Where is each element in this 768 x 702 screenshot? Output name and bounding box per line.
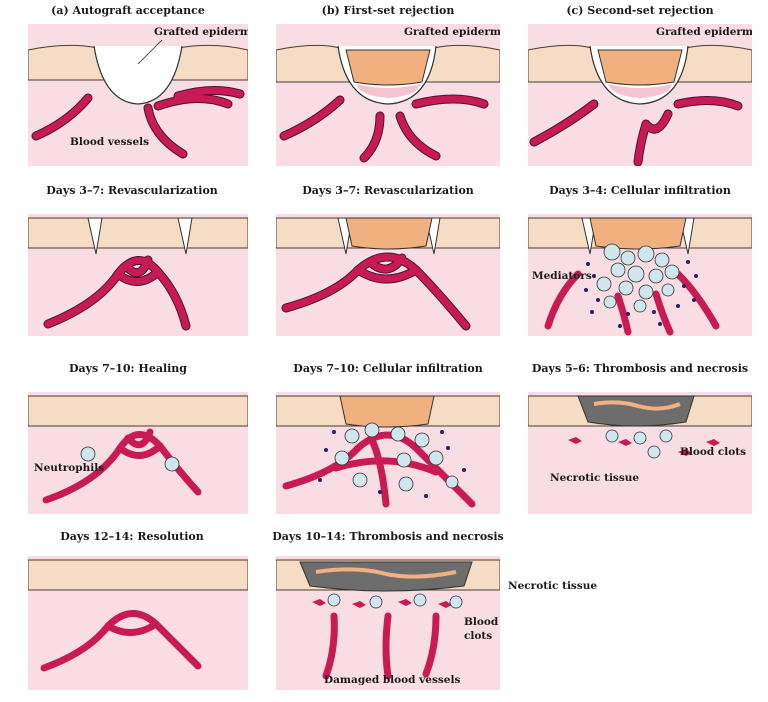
label-damaged-blood-vessels: Damaged blood vessels (324, 674, 461, 686)
panel-second-set-necrosis: Blood clots Necrotic tissue (528, 392, 752, 514)
panel-autograft-day0: Grafted epidermis Blood vessels (28, 24, 248, 166)
label-clots: clots (464, 630, 493, 642)
mediators (584, 260, 698, 328)
stage-title-b3: Days 10–14: Thrombosis and necrosis (272, 530, 504, 543)
column-title-autograft: (a) Autograft acceptance (51, 4, 205, 17)
stage-title-b2: Days 7–10: Cellular infiltration (293, 362, 483, 375)
stage-title-a1: Days 3–7: Revascularization (46, 184, 218, 197)
label-blood-vessels: Blood vessels (70, 136, 150, 148)
panel-first-set-revascularization (276, 214, 500, 336)
stage-title-a2: Days 7–10: Healing (69, 362, 187, 375)
label-blood-clots: Blood clots (680, 446, 747, 458)
necrotic-graft (577, 395, 695, 427)
label-grafted-epidermis: Grafted epidermis (656, 26, 752, 38)
label-blood: Blood (464, 616, 499, 628)
label-necrotic-tissue: Necrotic tissue (550, 472, 640, 484)
blood-clots (568, 437, 720, 456)
label-grafted-epidermis: Grafted epidermis (154, 26, 248, 38)
foreign-graft (345, 49, 431, 86)
stage-title-c1: Days 3–4: Cellular infiltration (549, 184, 731, 197)
label-grafted-epidermis: Grafted epidermis (404, 26, 500, 38)
column-title-second-set: (c) Second-set rejection (566, 4, 714, 17)
panel-first-set-day0: Grafted epidermis (276, 24, 500, 166)
panel-autograft-resolution (28, 556, 248, 690)
label-mediators: Mediators (532, 270, 592, 282)
stage-title-c2: Days 5–6: Thrombosis and necrosis (531, 362, 749, 375)
panel-autograft-revascularization (28, 214, 248, 336)
immune-cells (596, 243, 680, 313)
panel-second-set-day0: Grafted epidermis (528, 24, 752, 166)
stage-title-b1: Days 3–7: Revascularization (302, 184, 474, 197)
panel-second-set-infiltration: Mediators (528, 214, 752, 336)
graft-bed (93, 45, 183, 105)
label-necrotic-tissue-outer: Necrotic tissue (508, 580, 598, 592)
label-neutrophils: Neutrophils (34, 462, 105, 474)
stage-title-a3: Days 12–14: Resolution (60, 530, 204, 543)
panel-autograft-healing: Neutrophils (28, 392, 248, 514)
column-title-first-set: (b) First-set rejection (321, 4, 455, 17)
panel-first-set-infiltration (276, 392, 500, 514)
panel-first-set-thrombosis: Blood clots Damaged blood vessels (276, 556, 500, 690)
